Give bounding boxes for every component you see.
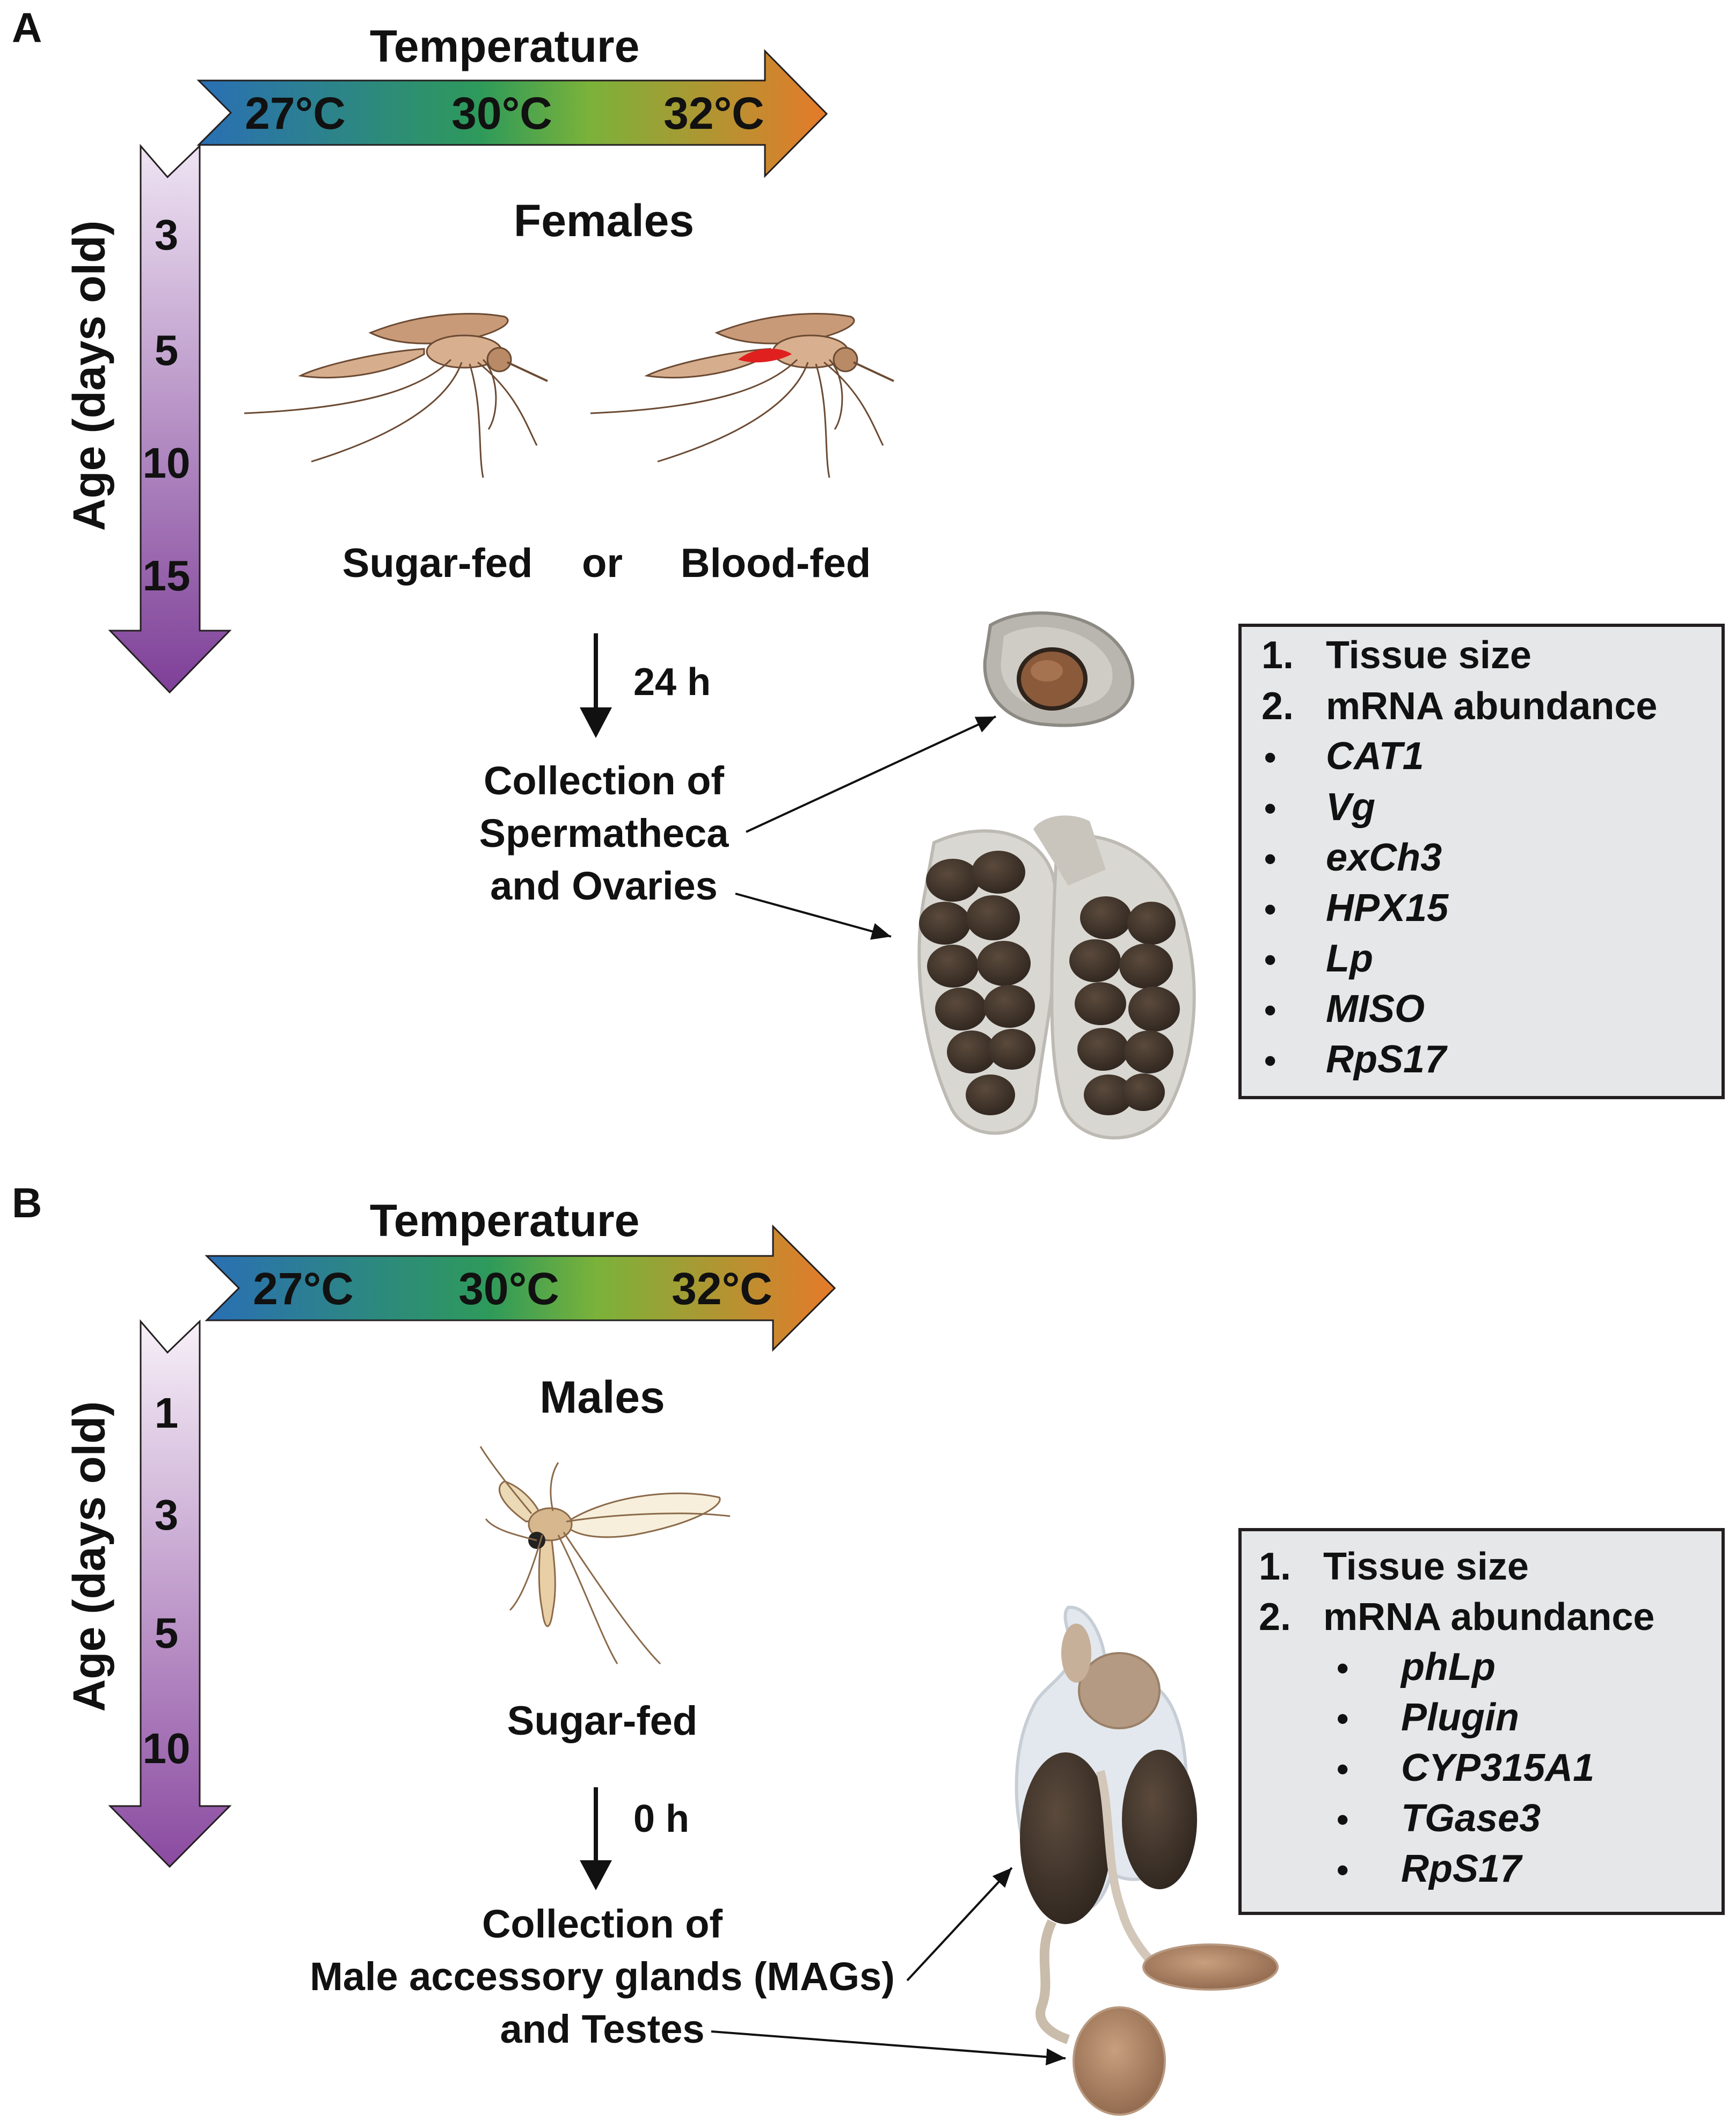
pointer-arrow-ovaries: [735, 893, 892, 940]
time-label: 24 h: [633, 661, 711, 704]
bullet: •: [1264, 890, 1276, 929]
temperature-value: 27°C: [253, 1263, 354, 1314]
pointer-arrow-mags: [906, 1867, 1013, 1982]
gene-name: phLp: [1400, 1646, 1496, 1689]
bullet: •: [1264, 738, 1276, 777]
bullet: •: [1337, 1649, 1348, 1687]
mags-testes-image: [1015, 1605, 1279, 2116]
gene-name: Plugin: [1401, 1696, 1519, 1739]
age-value: 15: [143, 552, 191, 600]
list-item: mRNA abundance: [1323, 1596, 1654, 1639]
feeding-label-blood: Blood-fed: [681, 540, 871, 586]
gene-name: Lp: [1326, 937, 1373, 980]
collection-label-line: and Ovaries: [490, 864, 718, 908]
list-item: Tissue size: [1326, 634, 1531, 677]
female-mosquito-blood-fed: [590, 312, 894, 478]
pointer-arrow-testes: [711, 2030, 1066, 2066]
gene-name: MISO: [1326, 988, 1425, 1030]
gene-name: Vg: [1326, 786, 1375, 829]
temperature-value: 27°C: [245, 88, 346, 138]
pointer-arrow-spermatheca: [746, 715, 996, 833]
time-label: 0 h: [633, 1797, 689, 1840]
sex-title: Females: [514, 195, 694, 246]
temperature-title: Temperature: [370, 1195, 640, 1246]
sex-title: Males: [539, 1372, 665, 1422]
list-number: 1.: [1259, 1545, 1291, 1588]
age-value: 3: [155, 211, 179, 259]
list-number: 1.: [1261, 634, 1294, 677]
gene-name: CAT1: [1326, 735, 1424, 778]
gene-name: HPX15: [1326, 887, 1449, 930]
gene-name: CYP315A1: [1401, 1746, 1594, 1789]
collection-label-line: Collection of: [484, 758, 724, 803]
temperature-value: 32°C: [663, 88, 764, 138]
bullet: •: [1337, 1851, 1348, 1889]
gene-name: TGase3: [1401, 1797, 1541, 1840]
time-arrow: [580, 1787, 612, 1890]
bullet: •: [1337, 1750, 1348, 1788]
age-axis-label: Age (days old): [64, 1401, 114, 1712]
measurements-box: 1. Tissue size 2. mRNA abundance • CAT1 …: [1238, 624, 1725, 1099]
age-value: 10: [143, 1724, 191, 1772]
feeding-label-or: or: [582, 540, 623, 586]
ovaries-image: [917, 815, 1196, 1139]
list-number: 2.: [1259, 1596, 1291, 1639]
temperature-arrow: Temperature 27°C 30°C 32°C: [205, 1195, 836, 1352]
collection-label-line: and Testes: [500, 2007, 704, 2051]
panel-a: A Temperature 27°C 30°C 32°C 3 5 10 15 A…: [12, 4, 1725, 1139]
panel-b: B Temperature 27°C 30°C 32°C 1 3 5 10 Ag…: [12, 1179, 1725, 2116]
gene-name: RpS17: [1401, 1847, 1523, 1890]
collection-label-line: Collection of: [482, 1902, 723, 1946]
temperature-title: Temperature: [370, 21, 640, 71]
panel-b-letter: B: [12, 1179, 42, 1226]
measurements-box: 1. Tissue size 2. mRNA abundance • phLp …: [1238, 1528, 1725, 1915]
age-value: 3: [155, 1491, 179, 1539]
spermatheca-image: [983, 611, 1134, 727]
male-mosquito: [479, 1446, 731, 1665]
bullet: •: [1337, 1699, 1348, 1738]
age-arrow: 1 3 5 10: [108, 1319, 232, 1868]
temperature-value: 30°C: [451, 88, 552, 138]
list-item: Tissue size: [1323, 1545, 1529, 1588]
age-value: 5: [155, 326, 179, 374]
age-value: 10: [143, 439, 191, 487]
list-item: mRNA abundance: [1326, 685, 1657, 728]
gene-name: exCh3: [1326, 836, 1442, 879]
bullet: •: [1264, 789, 1276, 828]
bullet: •: [1337, 1800, 1348, 1839]
feeding-label-sugar: Sugar-fed: [507, 1698, 698, 1744]
collection-label-line: Spermatheca: [479, 811, 730, 856]
bullet: •: [1264, 940, 1276, 979]
panel-a-letter: A: [12, 4, 42, 51]
bullet: •: [1264, 1041, 1276, 1080]
bullet: •: [1264, 839, 1276, 878]
age-value: 5: [155, 1609, 179, 1657]
feeding-label-sugar: Sugar-fed: [342, 540, 533, 586]
list-number: 2.: [1261, 685, 1294, 728]
age-axis-label: Age (days old): [64, 221, 114, 531]
temperature-arrow: Temperature 27°C 30°C 32°C: [196, 21, 828, 178]
collection-label-line: Male accessory glands (MAGs): [310, 1954, 895, 1999]
age-value: 1: [155, 1389, 179, 1437]
temperature-value: 32°C: [672, 1263, 772, 1314]
time-arrow: [580, 633, 612, 738]
temperature-value: 30°C: [458, 1263, 559, 1314]
female-mosquito-sugar-fed: [244, 312, 548, 478]
age-arrow: 3 5 10 15: [108, 143, 232, 694]
bullet: •: [1264, 991, 1276, 1029]
gene-name: RpS17: [1326, 1038, 1448, 1081]
